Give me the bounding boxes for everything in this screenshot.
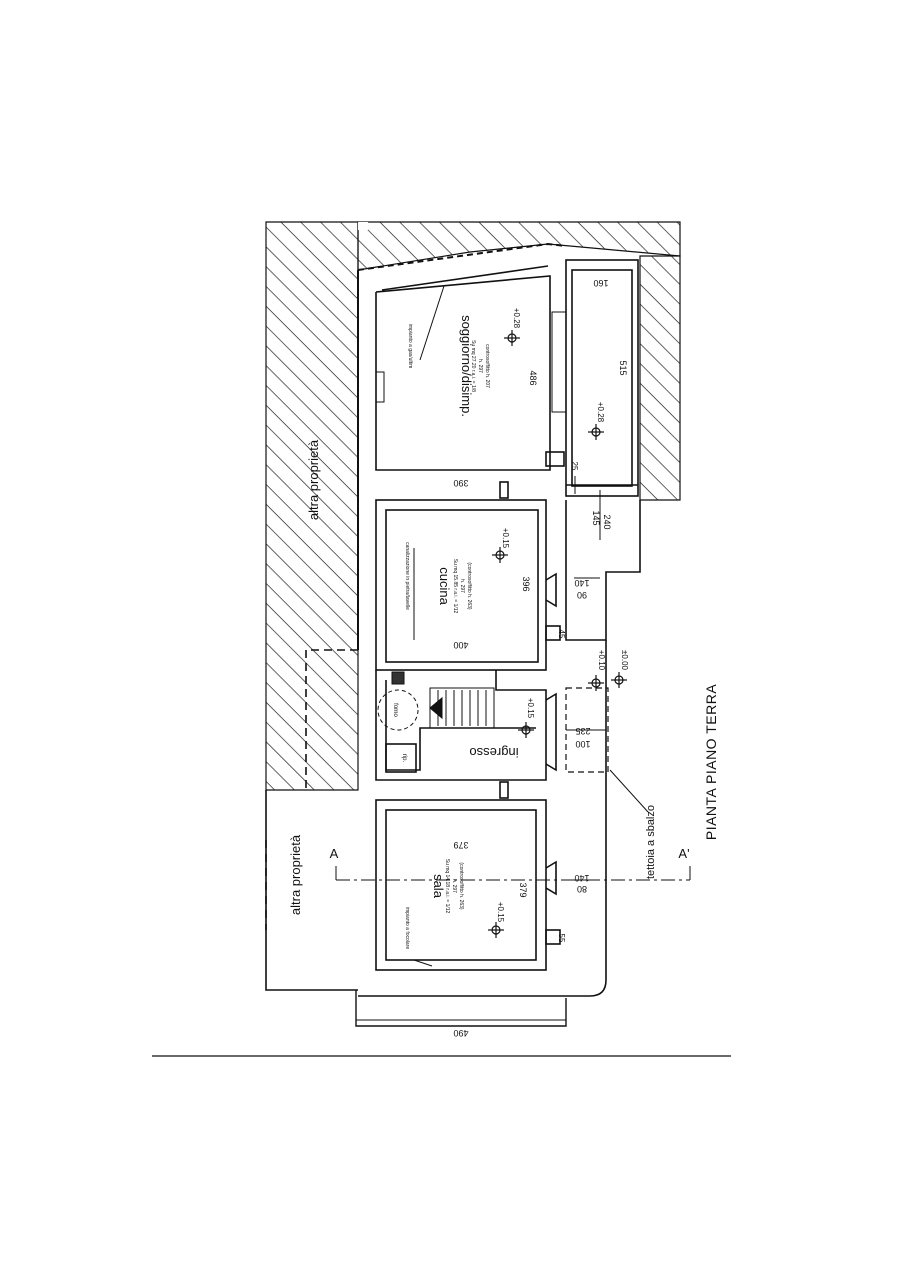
- section-label-a-prime: A': [678, 846, 689, 861]
- room-note-sala: impianto a focolare: [404, 907, 410, 949]
- section-line: [335, 866, 691, 881]
- level-entry: +0.10: [597, 650, 606, 671]
- dim-55: 55: [557, 934, 566, 943]
- room-name-cucina: cucina: [437, 567, 452, 605]
- interior-walls: [375, 259, 639, 971]
- portico-level: +0.28: [596, 402, 605, 423]
- dim-100: 100: [575, 739, 590, 749]
- room-height-cucina: h. 297: [459, 579, 465, 593]
- room-note-soggiorno: impianto a gas/ultim: [407, 324, 413, 368]
- dim-90: 90: [577, 590, 587, 600]
- room-height-soggiorno: h. 297: [477, 359, 483, 373]
- dim-45: 45: [557, 630, 566, 639]
- room-width-sala: 379: [453, 840, 468, 850]
- dim-25: 25: [570, 462, 579, 471]
- neighbor-label-left: altra proprietà: [288, 834, 303, 915]
- dim-235: 235: [575, 726, 590, 736]
- neighbor-label-top: altra proprietà: [306, 439, 321, 520]
- room-width-cucina: 400: [453, 640, 468, 650]
- dim-145: 145: [591, 510, 601, 525]
- closet-label: rip.: [401, 754, 407, 763]
- room-depth-sala: 379: [518, 882, 528, 897]
- section-label-a: A: [330, 846, 339, 861]
- drawing-title: PIANTA PIANO TERRA: [703, 684, 719, 840]
- room-ceiling-cucina: (controsoffitto h. 263): [466, 562, 472, 609]
- room-depth-cucina: 396: [521, 576, 531, 591]
- hatch-left-wall: [265, 221, 359, 791]
- room-ceiling-sala: (controsoffitto h. 263): [458, 862, 464, 909]
- dim-140a: 140: [574, 578, 589, 588]
- stair: [377, 671, 495, 731]
- room-level-sala: +0.15: [496, 902, 505, 923]
- room-level-ingresso: +0.15: [526, 698, 535, 719]
- dim-490: 490: [453, 1028, 468, 1038]
- room-area-cucina: Su mq 15.85 r.a.i. = 1/12: [452, 559, 458, 614]
- room-name-sala: sala: [431, 874, 446, 899]
- room-ceiling-soggiorno: controsoffitto h. 207: [484, 344, 490, 388]
- portico-length: 515: [618, 360, 628, 375]
- room-width-soggiorno: 390: [453, 478, 468, 488]
- room-level-cucina: +0.15: [501, 528, 510, 549]
- room-area-soggiorno: Su mq 27.20 r.a.i. = 1/8: [470, 340, 476, 392]
- room-name-ingresso: ingresso: [469, 745, 518, 760]
- room-area-sala: Su mq 14.18 r.a.i. = 1/12: [444, 859, 450, 914]
- portico-width: 160: [593, 278, 608, 288]
- room-note-cucina: canalizzazione in pietra/tavelle: [404, 542, 410, 610]
- hatched-walls: [265, 221, 681, 791]
- dim-140b: 140: [574, 873, 589, 883]
- room-level-soggiorno: +0.28: [512, 308, 521, 329]
- oven-circle: [377, 689, 419, 731]
- room-height-sala: h. 297: [451, 879, 457, 893]
- level-markers: [488, 330, 627, 938]
- building-outline: [265, 242, 641, 1027]
- canopy-label: tettoia a sbalzo: [645, 805, 657, 879]
- room-depth-soggiorno: 486: [528, 370, 538, 385]
- room-name-soggiorno: soggiorno/disimp.: [459, 315, 474, 417]
- oven-label: forno: [392, 703, 398, 717]
- hatch-top-wall: [357, 221, 681, 271]
- dim-240: 240: [602, 514, 612, 529]
- hatch-right-wall: [639, 255, 681, 501]
- dim-80: 80: [577, 884, 587, 894]
- level-ground: ±0.00: [620, 650, 629, 671]
